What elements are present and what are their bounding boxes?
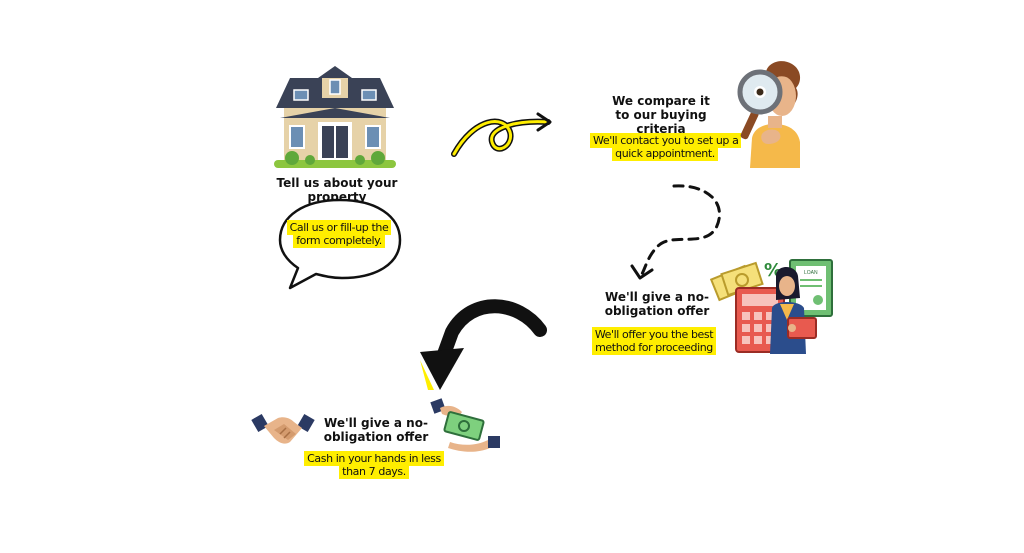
handshake-icon	[251, 413, 315, 444]
step4-note: Cash in your hands in less than 7 days.	[304, 451, 444, 479]
magnifier-person-illustration	[737, 61, 801, 168]
arrow-highlight-icon	[420, 360, 434, 390]
step4-title: We'll give a no-obligation offer	[323, 416, 429, 444]
dashed-arrow-icon	[630, 184, 721, 280]
cash-hands-icon	[430, 398, 500, 452]
step3-note: We'll offer you the best method for proc…	[584, 327, 724, 355]
house-illustration	[274, 66, 396, 168]
step2-note: We'll contact you to set up a quick appo…	[590, 133, 742, 161]
loan-calculator-illustration: LOAN %	[709, 259, 833, 354]
curved-arrow-icon	[420, 299, 547, 390]
loan-document-label: LOAN	[804, 270, 818, 276]
swirl-arrow-icon	[451, 112, 552, 157]
step1-bubble-text: Call us or fill-up the form completely.	[284, 220, 394, 248]
step2-title: We compare it to our buying criteria	[612, 94, 710, 136]
step3-title: We'll give a no-obligation offer	[604, 290, 710, 318]
